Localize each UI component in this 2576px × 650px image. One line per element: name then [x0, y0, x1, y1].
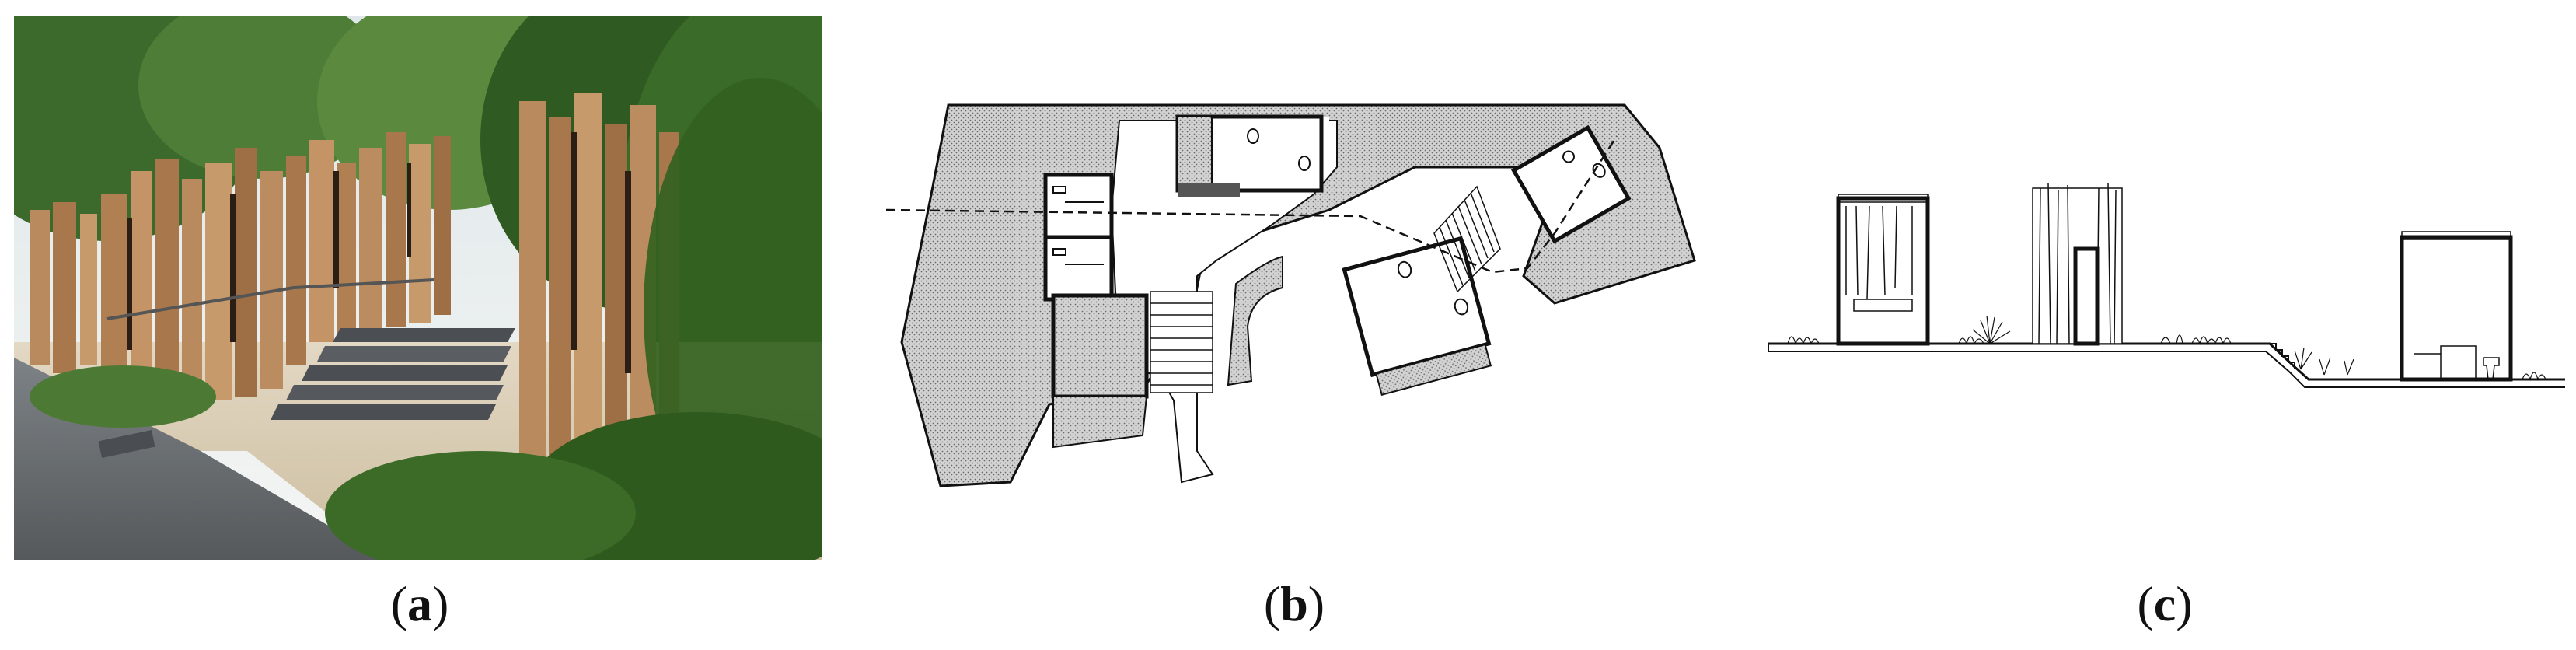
panel-b-floor-plan	[878, 93, 1718, 498]
stone-stairs	[271, 328, 515, 420]
stairs-lower	[1150, 291, 1213, 393]
panel-c-section	[1757, 171, 2573, 404]
section-cut-line	[885, 135, 1618, 274]
cubicles-left	[1043, 173, 1114, 302]
timber-pavilion-photo	[14, 16, 822, 560]
section-plants	[1787, 315, 2546, 381]
caption-a: (a)	[390, 576, 449, 631]
section-drawing	[1768, 182, 2565, 388]
toilet-room-center	[1342, 236, 1492, 397]
caption-b: (b)	[1263, 576, 1325, 631]
section-cubicle-left	[1836, 194, 1930, 346]
section-cubicle-right	[2400, 231, 2513, 382]
toilet-room-right	[1510, 124, 1632, 244]
timber-screen-left	[30, 132, 451, 400]
panel-a-photo	[14, 16, 822, 560]
floor-plan-drawing	[885, 103, 1696, 488]
stairs-diagonal	[1433, 185, 1501, 293]
toilet-room-upper	[1175, 114, 1324, 197]
caption-c: (c)	[2137, 576, 2193, 631]
storage-block-lower	[1051, 293, 1149, 399]
section-cubicle-middle	[2032, 182, 2123, 346]
